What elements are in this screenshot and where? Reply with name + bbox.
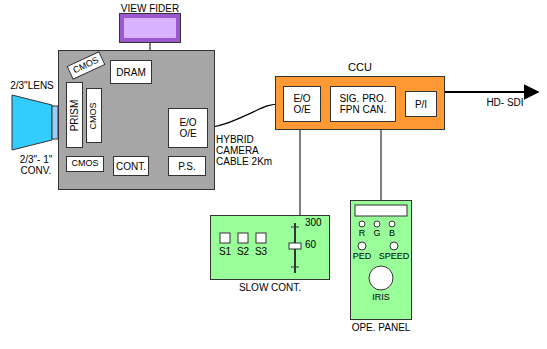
color-label: B — [389, 229, 395, 239]
control-label: SPEED — [379, 252, 410, 262]
box-label: CMOS — [72, 159, 99, 169]
color-label: G — [373, 229, 380, 239]
converter-box: E/O O/E — [283, 86, 321, 122]
cmos-sensor: CMOS — [66, 156, 104, 172]
camera-cable — [208, 104, 283, 128]
box-label: E/O O/E — [179, 117, 196, 139]
power-supply-box: P.S. — [168, 156, 206, 176]
switch-label: S3 — [255, 246, 267, 257]
color-label: R — [359, 229, 366, 239]
cable-label: HYBRID CAMERA CABLE 2Km — [216, 134, 280, 167]
box-label: P.S. — [178, 161, 196, 172]
viewfinder: VIEW FIDER — [120, 14, 180, 42]
box-label: SIG. PRO. FPN CAN. — [337, 93, 389, 115]
camera-head: DRAM CMOS PRISM CMOS CMOS E/O O/E CONT. P.S. — [58, 50, 215, 190]
output-arrow — [445, 91, 538, 93]
box-label: CONT. — [116, 161, 146, 172]
control-label: PED — [353, 252, 372, 262]
connector-line — [300, 130, 301, 215]
box-label: P/I — [415, 99, 427, 110]
unit-heading: SLOW CONT. — [239, 282, 301, 293]
signal-name: HD- SDI — [486, 97, 523, 108]
box-label: E/O O/E — [293, 93, 310, 115]
dram-box: DRAM — [110, 60, 152, 84]
control-box: CONT. — [113, 156, 149, 176]
control-label: IRIS — [372, 293, 390, 303]
signal-processor-box: SIG. PRO. FPN CAN. — [330, 86, 396, 122]
switch-label: S2 — [237, 246, 249, 257]
connector-line — [381, 130, 382, 200]
prism-block: PRISM — [66, 82, 83, 148]
converter-label: 2/3"- 1" CONV. — [11, 154, 61, 176]
interface-box: P/I — [405, 91, 437, 117]
unit-heading: OPE. PANEL — [352, 322, 411, 333]
box-label: DRAM — [116, 67, 145, 78]
switch-label: S1 — [219, 246, 231, 257]
box-label: CMOS — [89, 102, 99, 129]
lens-label: 2/3"LENS — [10, 80, 54, 91]
scale-value: 300 — [305, 217, 322, 228]
box-label: PRISM — [69, 99, 80, 131]
converter-box: E/O O/E — [168, 108, 208, 148]
scale-value: 60 — [305, 239, 316, 250]
unit-heading: CCU — [348, 61, 372, 73]
lens-symbol — [12, 95, 52, 150]
connector-line — [150, 42, 151, 50]
cmos-sensor: CMOS — [86, 88, 102, 143]
ccu-unit: CCUE/O O/ESIG. PRO. FPN CAN.P/I — [275, 76, 445, 130]
unit-heading: VIEW FIDER — [121, 3, 179, 14]
cmos-sensor: CMOS — [67, 51, 106, 80]
box-label: CMOS — [72, 55, 101, 75]
